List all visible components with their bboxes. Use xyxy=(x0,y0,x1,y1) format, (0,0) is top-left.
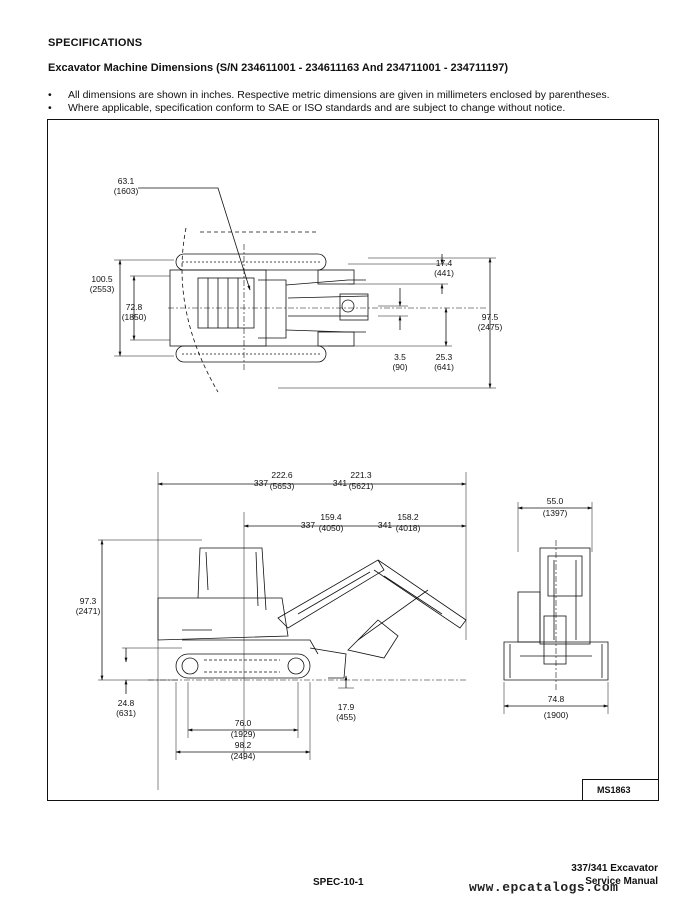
top-view-labels: 63.1 (1603) 100.5 (2553) 72.8 (1850) 17.… xyxy=(90,176,503,372)
page-title: Excavator Machine Dimensions (S/N 234611… xyxy=(48,62,509,74)
notes-list: All dimensions are shown in inches. Resp… xyxy=(48,89,668,115)
overall-a-mm: (5653) xyxy=(270,481,295,491)
cab-width-inch: 55.0 xyxy=(547,496,564,506)
clearance-mm: (631) xyxy=(116,708,136,718)
height-inch: 97.3 xyxy=(80,596,97,606)
page-number: SPEC-10-1 xyxy=(313,877,364,888)
front-tracks xyxy=(503,641,609,681)
track-width-inch: 74.8 xyxy=(548,694,565,704)
note-item: All dimensions are shown in inches. Resp… xyxy=(48,89,668,102)
swing-radius-line xyxy=(181,227,219,393)
transport-b-mm: (4018) xyxy=(396,523,421,533)
side-body xyxy=(157,597,289,641)
front-view xyxy=(503,502,609,714)
model-b-label: 341 xyxy=(333,478,347,488)
dimension-figure: 63.1 (1603) 100.5 (2553) 72.8 (1850) 17.… xyxy=(47,119,659,801)
track-contact-mm: (1929) xyxy=(231,729,256,739)
track-length-inch: 98.2 xyxy=(235,740,252,750)
blade-link-top xyxy=(317,269,355,285)
boom xyxy=(277,559,385,629)
model-a-label: 337 xyxy=(254,478,268,488)
side-view-labels: 337 222.6 (5653) 341 221.3 (5621) 337 15… xyxy=(76,470,421,761)
dim-63-inch: 63.1 xyxy=(118,176,135,186)
height-mm: (2471) xyxy=(76,606,101,616)
dim-3-mm: (90) xyxy=(392,362,407,372)
note-item: Where applicable, specification conform … xyxy=(48,102,668,115)
model-b-transport-label: 341 xyxy=(378,520,392,530)
dim-100-inch: 100.5 xyxy=(91,274,113,284)
dim-17-mm: (441) xyxy=(434,268,454,278)
watermark-text[interactable]: www.epcatalogs.com xyxy=(469,880,619,895)
track-length-mm: (2494) xyxy=(231,751,256,761)
side-view xyxy=(98,472,468,790)
blade xyxy=(309,647,347,679)
track-contact-inch: 76.0 xyxy=(235,718,252,728)
dim-3-inch: 3.5 xyxy=(394,352,406,362)
model-a-transport-label: 337 xyxy=(301,520,315,530)
cab-frame xyxy=(197,547,267,611)
arm xyxy=(373,559,467,629)
model-name: 337/341 Excavator xyxy=(571,863,658,874)
section-heading: SPECIFICATIONS xyxy=(48,37,143,49)
overall-a-inch: 222.6 xyxy=(271,470,293,480)
footer-model: 337/341 Excavator Service Manual xyxy=(571,862,658,888)
side-track xyxy=(175,653,311,679)
top-view xyxy=(114,187,496,393)
dimension-drawing: 63.1 (1603) 100.5 (2553) 72.8 (1850) 17.… xyxy=(76,176,609,790)
dim-17-inch: 17.4 xyxy=(436,258,453,268)
dim-25-mm: (641) xyxy=(434,362,454,372)
cab-width-mm: (1397) xyxy=(543,508,568,518)
dim-72-mm: (1850) xyxy=(122,312,147,322)
track-width-mm: (1900) xyxy=(544,710,569,720)
figure-id-label: MS1863 xyxy=(582,779,658,800)
dim-100-mm: (2553) xyxy=(90,284,115,294)
dim-25-inch: 25.3 xyxy=(436,352,453,362)
manual-name: Service Manual xyxy=(585,876,658,887)
transport-a-mm: (4050) xyxy=(319,523,344,533)
blade-drop-inch: 17.9 xyxy=(338,702,355,712)
transport-b-inch: 158.2 xyxy=(397,512,419,522)
dim-97-mm: (2475) xyxy=(478,322,503,332)
dim-97-inch: 97.5 xyxy=(482,312,499,322)
leader-63 xyxy=(138,187,251,291)
overall-b-mm: (5621) xyxy=(349,481,374,491)
blade-drop-mm: (455) xyxy=(336,712,356,722)
bucket xyxy=(347,619,399,659)
dim-72-inch: 72.8 xyxy=(126,302,143,312)
clearance-inch: 24.8 xyxy=(118,698,135,708)
dim-63-mm: (1603) xyxy=(114,186,139,196)
overall-b-inch: 221.3 xyxy=(350,470,372,480)
front-bucket xyxy=(543,615,567,665)
transport-a-inch: 159.4 xyxy=(320,512,342,522)
front-view-labels: 55.0 (1397) 74.8 (1900) xyxy=(543,496,569,720)
bucket-top xyxy=(339,293,369,321)
